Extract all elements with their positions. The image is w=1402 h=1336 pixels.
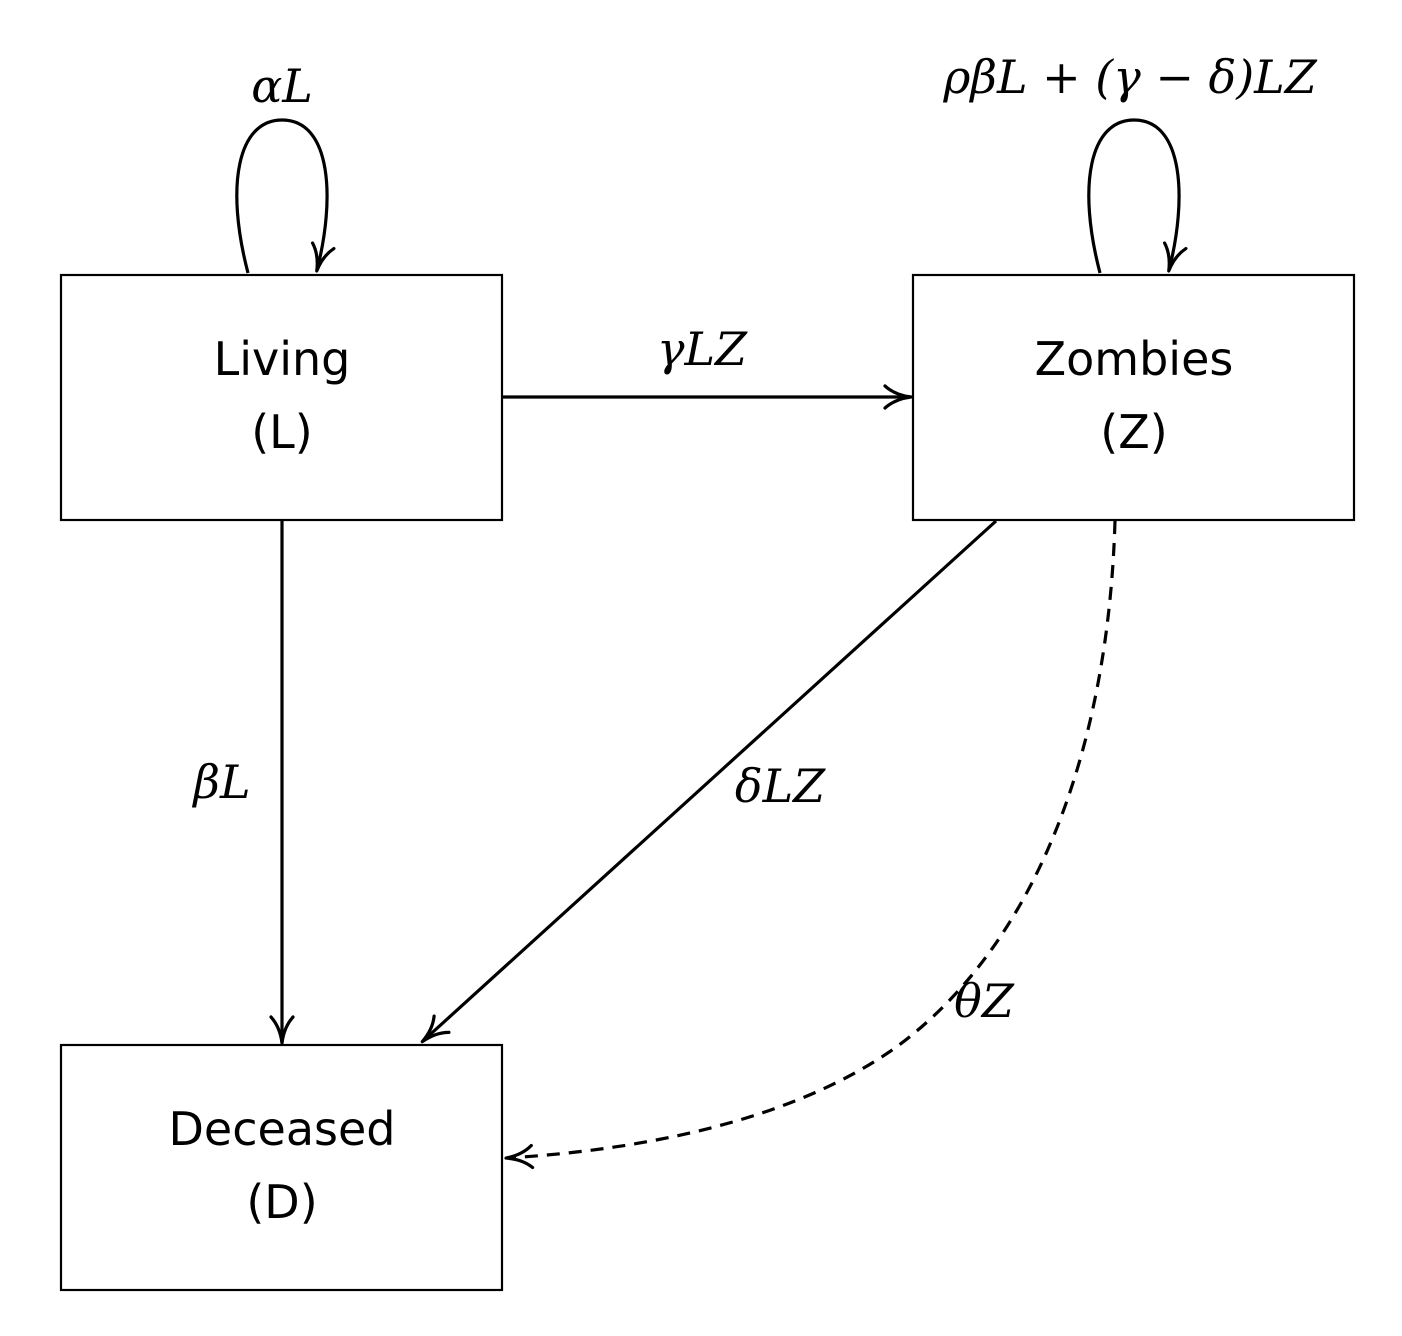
living-symbol: (L) bbox=[251, 405, 313, 459]
zombies-to-deceased-arrow bbox=[420, 519, 998, 1044]
zombies-box bbox=[911, 273, 1356, 522]
living-to-deceased-rate-label: βL bbox=[191, 755, 250, 809]
zombies-to-deceased-dashed-rate-label: θZ bbox=[954, 974, 1015, 1028]
zombies-name: Zombies bbox=[1035, 332, 1234, 386]
zombies-self-rate-label: ρβL + (γ − δ)LZ bbox=[942, 50, 1317, 104]
living-self-loop-arrow bbox=[235, 118, 336, 274]
zombies-to-deceased-rate-label: δLZ bbox=[735, 759, 826, 813]
living-name: Living bbox=[214, 332, 351, 386]
zombies-to-deceased-dashed-arrow bbox=[504, 520, 1117, 1170]
zombies-self-loop-arrow bbox=[1087, 118, 1188, 274]
living-to-zombies-rate-label: γLZ bbox=[657, 322, 748, 376]
zombies-symbol: (Z) bbox=[1100, 405, 1167, 459]
deceased-box bbox=[59, 1043, 504, 1292]
deceased-symbol: (D) bbox=[246, 1175, 317, 1229]
living-box bbox=[59, 273, 504, 522]
deceased-name: Deceased bbox=[169, 1102, 396, 1156]
living-self-rate-label: αL bbox=[251, 59, 313, 113]
